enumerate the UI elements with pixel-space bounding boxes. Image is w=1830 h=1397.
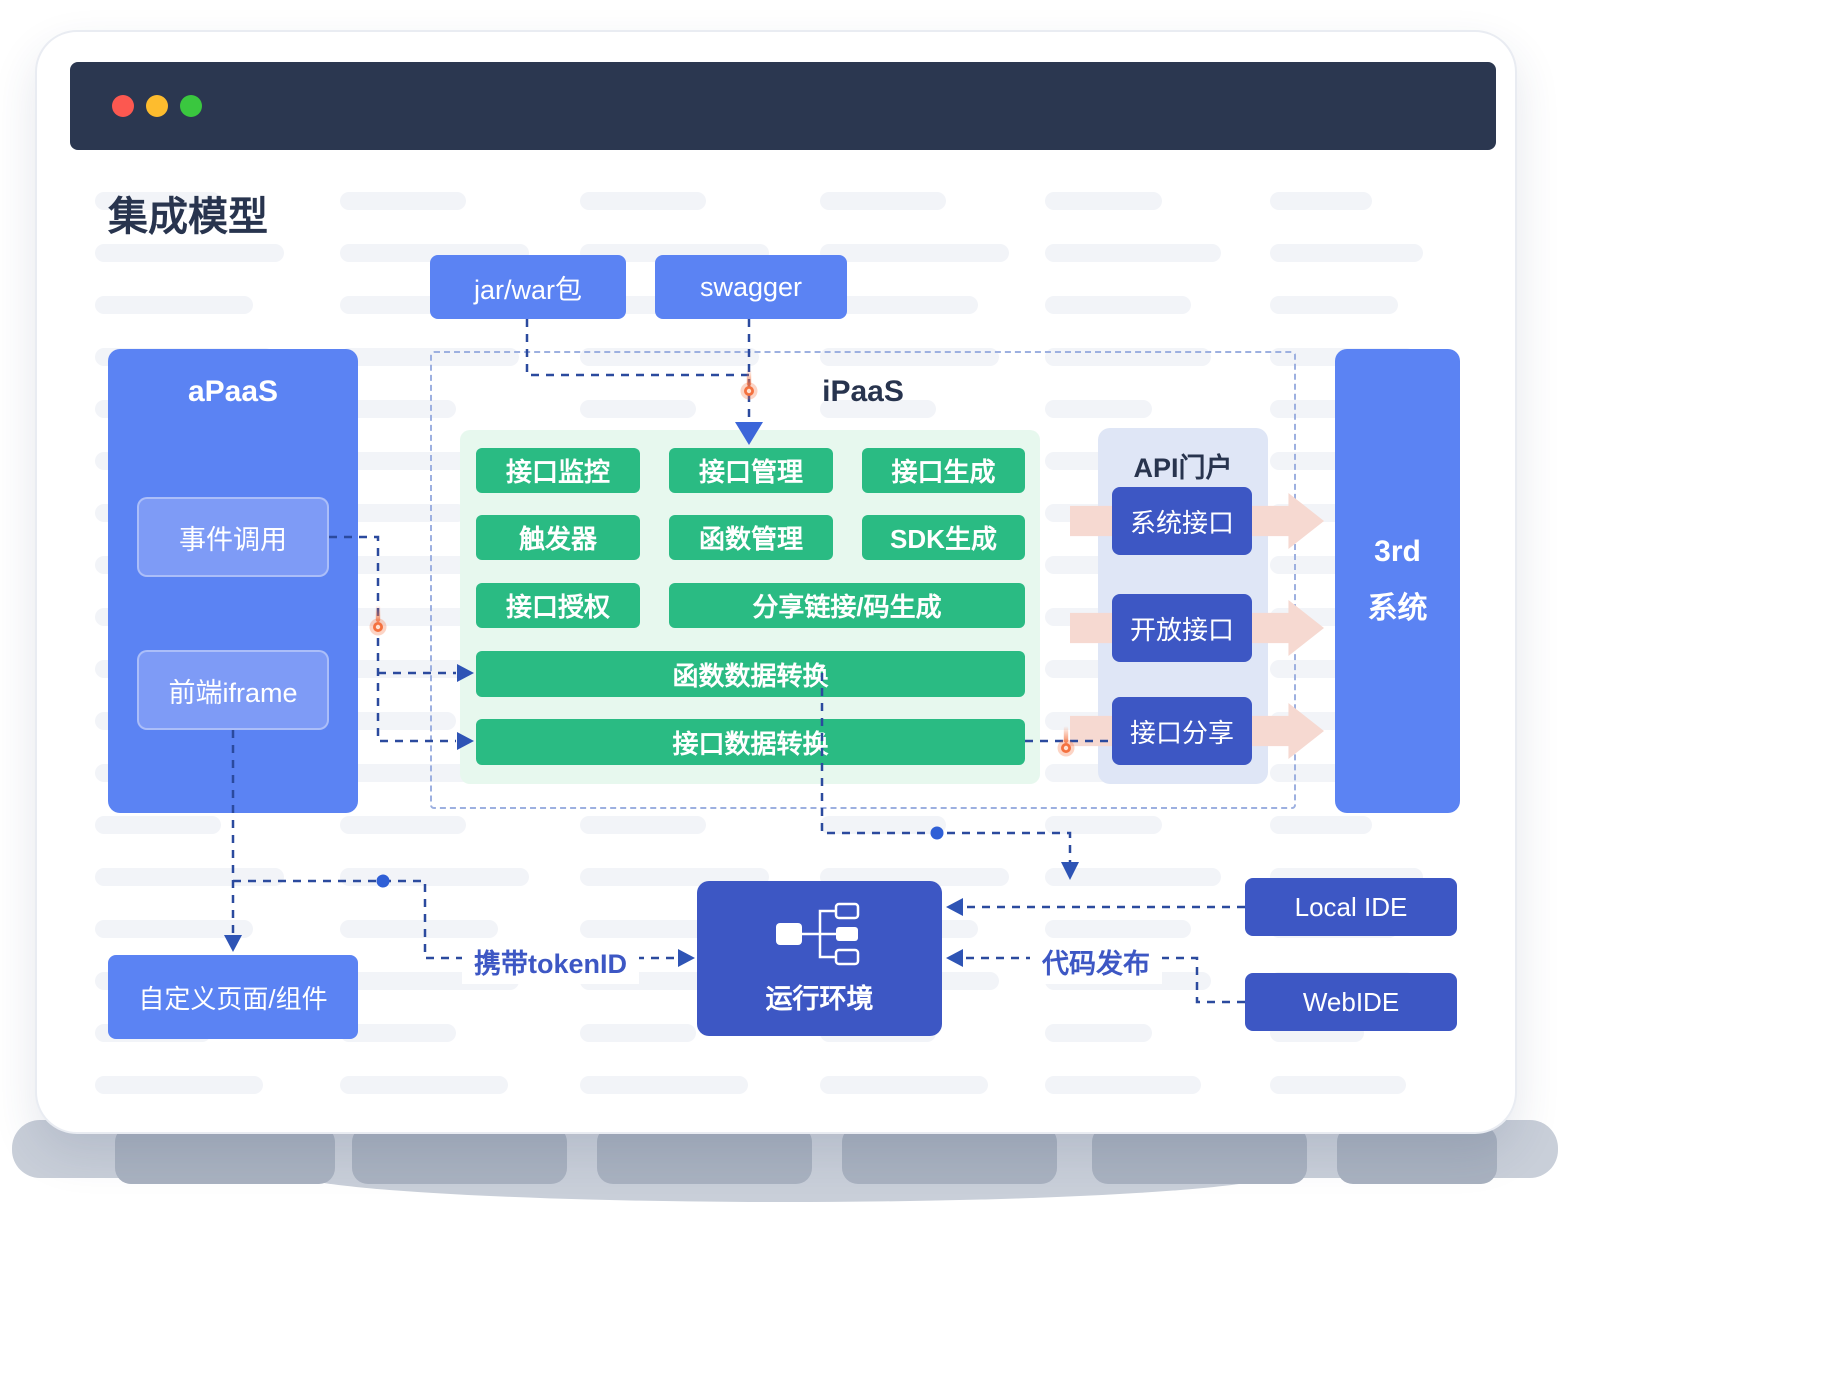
custom-page-node: 自定义页面/组件 [108,955,358,1039]
background-tab [1337,1126,1497,1184]
background-tab [597,1126,812,1184]
apaas-item-event-call: 事件调用 [137,497,329,577]
maximize-button-icon[interactable] [180,95,202,117]
third-system-node: 3rd 系统 [1335,349,1460,813]
feature-api-data-transform: 接口数据转换 [476,719,1025,765]
portal-item-system-api: 系统接口 [1112,487,1252,555]
minimize-button-icon[interactable] [146,95,168,117]
feature-sdk-generate: SDK生成 [862,515,1025,560]
apaas-title: aPaaS [187,375,279,408]
background-tab [842,1126,1057,1184]
edge-label-token: 携带tokenID [462,939,640,984]
close-button-icon[interactable] [112,95,134,117]
third-system-line1: 3rd [1374,535,1421,568]
feature-share-link: 分享链接/码生成 [669,583,1025,628]
local-ide-node: Local IDE [1245,878,1457,936]
runtime-node: 运行环境 [697,881,942,1036]
background-tab [115,1126,335,1184]
web-ide-node: WebIDE [1245,973,1457,1031]
flow-diagram-icon [775,902,859,966]
feature-api-auth: 接口授权 [476,583,640,628]
feature-func-data-transform: 函数数据转换 [476,651,1025,697]
feature-api-manage: 接口管理 [669,448,833,493]
third-system-line2: 系统 [1367,592,1428,625]
background-tab [1092,1126,1307,1184]
portal-item-api-share: 接口分享 [1112,697,1252,765]
feature-trigger: 触发器 [476,515,640,560]
background-tab [352,1126,567,1184]
feature-func-manage: 函数管理 [669,515,833,560]
source-node-swagger: swagger [655,255,847,319]
source-node-jar-war: jar/war包 [430,255,626,319]
runtime-label: 运行环境 [765,984,874,1014]
portal-item-open-api: 开放接口 [1112,594,1252,662]
ipaas-title: iPaaS [822,375,904,408]
api-portal-title: API门户 [1133,453,1233,483]
page-title: 集成模型 [108,195,268,239]
apaas-group: aPaaS 事件调用 前端iframe [108,349,358,813]
feature-api-generate: 接口生成 [862,448,1025,493]
edge-label-deploy: 代码发布 [1030,939,1162,984]
feature-api-monitor: 接口监控 [476,448,640,493]
apaas-item-front-iframe: 前端iframe [137,650,329,730]
window-titlebar [70,62,1496,150]
